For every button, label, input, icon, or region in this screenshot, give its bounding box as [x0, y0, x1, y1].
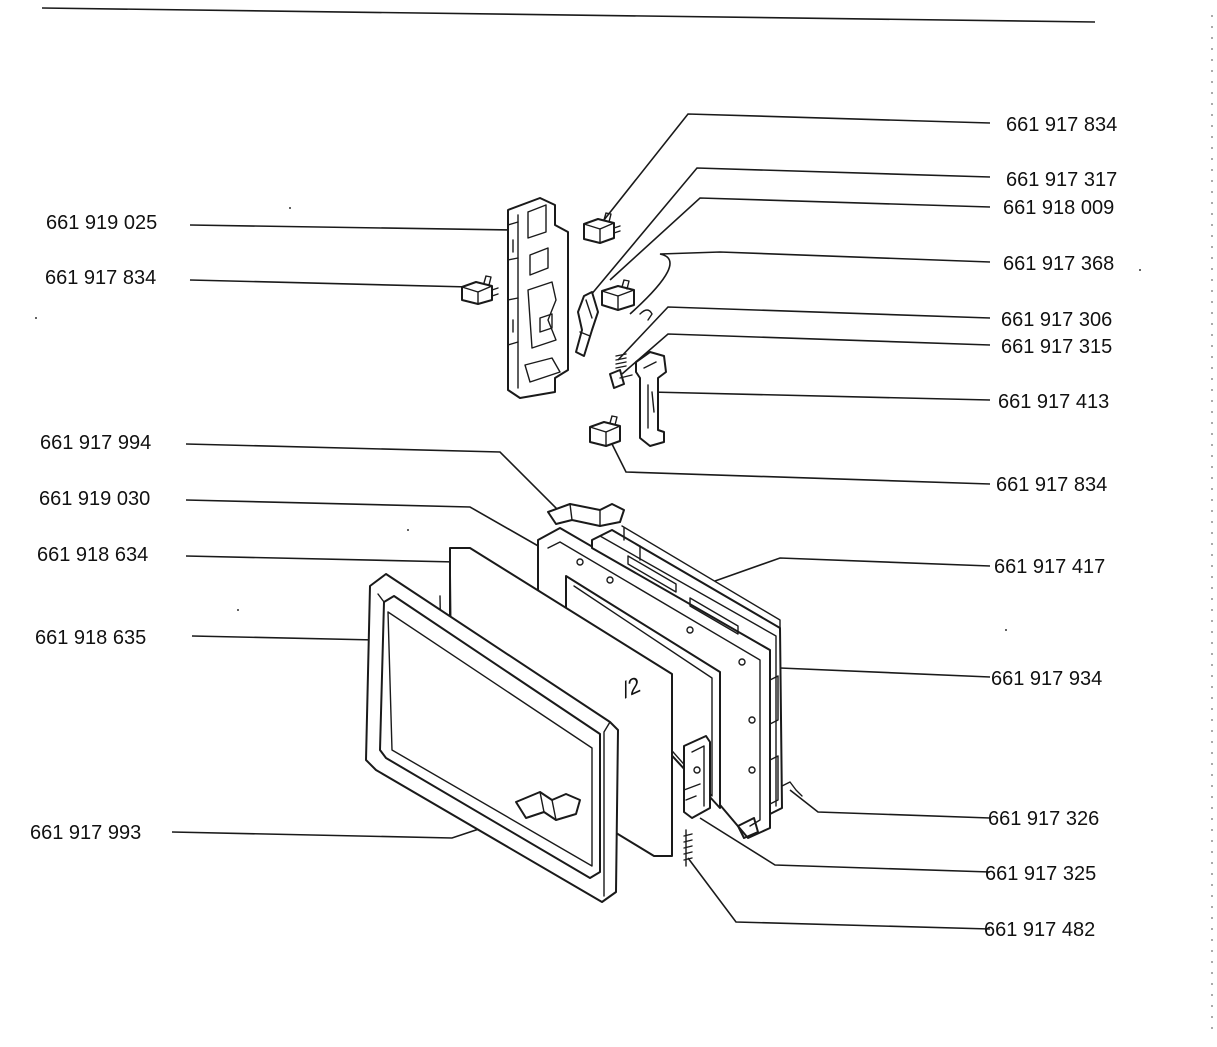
leader-p7 [649, 391, 991, 401]
leader-p13 [687, 857, 991, 930]
part-label-p12: 661 917 325 [985, 863, 1096, 885]
microswitch-middle [601, 279, 635, 311]
part-label-p4: 661 917 368 [1003, 253, 1114, 275]
leader-p1 [599, 113, 991, 226]
part-label-p6: 661 917 315 [1001, 336, 1112, 358]
leader-p3 [609, 197, 991, 281]
microswitch-left [461, 275, 499, 305]
leader-p5 [617, 306, 991, 361]
part-label-p3: 661 918 009 [1003, 197, 1114, 219]
part-label-p9: 661 917 417 [994, 556, 1105, 578]
lower-hinge-plate [515, 791, 581, 821]
leader-p6 [621, 333, 991, 375]
part-label-p15: 661 917 834 [45, 267, 156, 289]
spring-small [615, 353, 627, 369]
part-number-labels: 661 917 834 661 917 317 661 918 009 661 … [30, 114, 1117, 941]
actuator-lever [575, 291, 599, 357]
lower-hinge-bracket [683, 735, 711, 819]
leader-p8 [609, 439, 991, 485]
leader-p18 [185, 555, 457, 563]
hinge-spring [683, 829, 693, 867]
leader-p11 [789, 789, 991, 819]
part-label-p14: 661 919 025 [46, 212, 157, 234]
door-hook [635, 351, 667, 447]
latch-pin [609, 369, 633, 389]
part-label-p2: 661 917 317 [1006, 169, 1117, 191]
leader-p15 [189, 279, 471, 288]
leader-p4 [629, 251, 991, 315]
door-back-shell [591, 525, 783, 815]
leader-p19 [191, 635, 377, 641]
part-label-p10: 661 917 934 [991, 668, 1102, 690]
leader-p10 [779, 667, 991, 678]
part-label-p1: 661 917 834 [1006, 114, 1117, 136]
small-clip [639, 309, 653, 321]
spring-pin-right [781, 781, 803, 797]
scan-specks [35, 207, 1141, 631]
leader-p9 [714, 557, 991, 582]
leader-p2 [584, 167, 991, 303]
part-label-p5: 661 917 306 [1001, 309, 1112, 331]
leader-p12 [699, 817, 991, 873]
part-label-p7: 661 917 413 [998, 391, 1109, 413]
part-label-p16: 661 917 994 [40, 432, 151, 454]
leader-p14 [189, 224, 511, 231]
microswitch-bottom [589, 415, 621, 447]
upper-hinge [547, 503, 625, 527]
lock-housing-bracket [507, 197, 569, 399]
leader-p16 [185, 443, 561, 513]
part-label-p11: 661 917 326 [988, 808, 1099, 830]
part-label-p17: 661 919 030 [39, 488, 150, 510]
leader-p17 [185, 499, 541, 548]
part-label-p18: 661 918 634 [37, 544, 148, 566]
part-label-p19: 661 918 635 [35, 627, 146, 649]
microswitch-top [583, 212, 621, 244]
part-label-p13: 661 917 482 [984, 919, 1095, 941]
header-rule [41, 7, 1096, 23]
part-label-p8: 661 917 834 [996, 474, 1107, 496]
part-label-p20: 661 917 993 [30, 822, 141, 844]
